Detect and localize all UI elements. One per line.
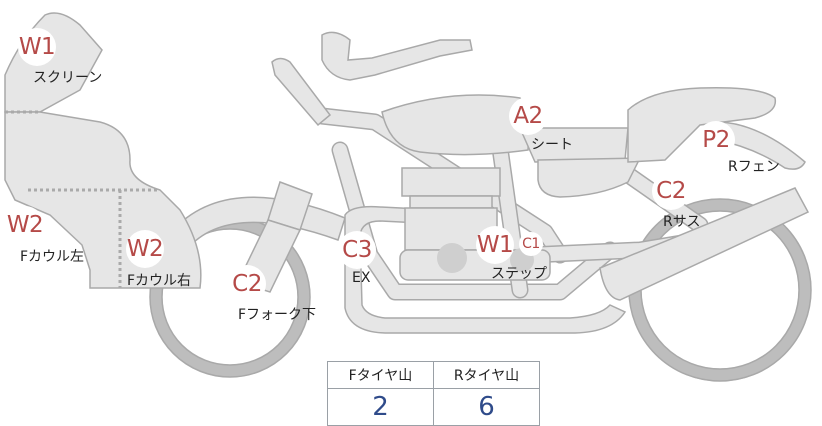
windscreen [4, 12, 103, 113]
rear-fender-shape [717, 121, 806, 170]
marker-step-code[interactable]: W1 [476, 226, 514, 264]
label-seat: シート [531, 137, 573, 153]
tread-header-row: Fタイヤ山 Rタイヤ山 [327, 361, 540, 389]
handlebar [321, 31, 473, 81]
marker-f-cowl-left-code[interactable]: W2 [6, 206, 44, 244]
fuel-tank [381, 94, 530, 156]
label-f-cowl-left: Fカウル左 [20, 249, 85, 265]
label-screen: スクリーン [33, 70, 103, 86]
marker-r-suspension-code[interactable]: C2 [652, 172, 690, 210]
label-f-fork-lower: Fフォーク下 [238, 307, 317, 323]
marker-f-fork-lower-code[interactable]: C2 [228, 265, 266, 303]
tail-cowl [627, 86, 777, 163]
swingarm [599, 187, 810, 301]
tread-value-row: 2 6 [327, 388, 540, 426]
label-r-fender: Rフェン [728, 159, 780, 175]
handlebar-left [271, 57, 332, 127]
marker-f-cowl-right-code[interactable]: W2 [126, 230, 164, 268]
side-cover [537, 157, 642, 198]
marker-screen-code[interactable]: W1 [18, 28, 56, 66]
front-tread-header: Fタイヤ山 [327, 361, 434, 389]
label-exhaust: EX [352, 270, 371, 286]
label-r-suspension: Rサス [663, 214, 701, 230]
engine [399, 167, 551, 281]
marker-step-code-2[interactable]: C1 [519, 232, 543, 256]
rear-tread-header: Rタイヤ山 [433, 361, 540, 389]
tire-tread-table: Fタイヤ山 Rタイヤ山 2 6 [327, 361, 540, 426]
rear-tread-value: 6 [433, 388, 540, 426]
marker-exhaust-code[interactable]: C3 [338, 231, 376, 269]
marker-r-fender-code[interactable]: P2 [697, 121, 735, 159]
label-f-cowl-right: Fカウル右 [127, 273, 192, 289]
marker-seat-code[interactable]: A2 [509, 97, 547, 135]
front-tread-value: 2 [327, 388, 434, 426]
label-step: ステップ [491, 266, 547, 282]
